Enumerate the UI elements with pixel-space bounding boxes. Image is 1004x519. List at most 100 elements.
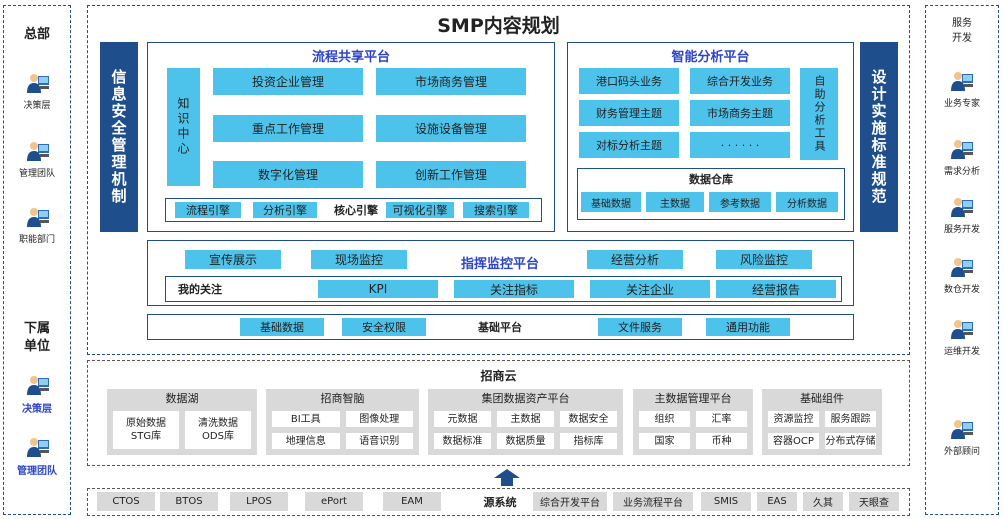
cloud-component-button[interactable]: 组织: [639, 411, 690, 427]
monitor-function-button[interactable]: 现场监控: [311, 250, 407, 269]
cloud-component-button[interactable]: 分布式存储: [825, 433, 876, 449]
cloud-component-button[interactable]: 资源监控: [768, 411, 819, 427]
cloud-component-button[interactable]: 数据标准: [434, 433, 491, 449]
cloud-component-button[interactable]: 语音识别: [345, 433, 413, 449]
process-module-button[interactable]: 市场商务管理: [376, 68, 526, 95]
cloud-title: 招商云: [480, 368, 517, 383]
focus-item-button[interactable]: 关注指标: [454, 280, 574, 298]
right-person-label: 服务开发: [943, 225, 980, 235]
cloud-component-button[interactable]: 指标库: [560, 433, 617, 449]
process-module-button[interactable]: 重点工作管理: [213, 115, 363, 142]
hq-person-label: 职能部门: [18, 235, 55, 245]
analysis-topic-button[interactable]: · · · · · ·: [690, 132, 790, 158]
process-module-button[interactable]: 创新工作管理: [376, 161, 526, 188]
right-person-label: 外部顾问: [943, 447, 980, 457]
source-system-button[interactable]: LPOS: [230, 492, 288, 511]
cloud-component-button[interactable]: 元数据: [434, 411, 491, 427]
monitor-platform: [147, 240, 854, 306]
knowledge-center[interactable]: 知识中心: [167, 68, 200, 186]
monitor-function-button[interactable]: 宣传展示: [185, 250, 281, 269]
engine-button[interactable]: 搜索引擎: [463, 202, 529, 218]
base-service-button[interactable]: 文件服务: [598, 318, 682, 336]
base-service-button[interactable]: 通用功能: [706, 318, 790, 336]
cloud-component-button[interactable]: 清洗数据 ODS库: [185, 411, 251, 449]
source-system-button[interactable]: 综合开发平台: [533, 492, 607, 511]
cloud-component-button[interactable]: 图像处理: [345, 411, 413, 427]
engine-button[interactable]: 流程引擎: [175, 202, 241, 218]
source-system-button[interactable]: 久其: [803, 492, 843, 511]
analysis-topic-button[interactable]: 市场商务主题: [690, 100, 790, 126]
standards-bar: 设计实施标准规范: [860, 42, 898, 232]
cloud-component-button[interactable]: 容器OCP: [768, 433, 819, 449]
cloud-group-title: 招商智脑: [320, 392, 365, 405]
person-icon: [26, 72, 50, 94]
sub-person-label: 决策层: [22, 404, 52, 415]
right-person-label: 运维开发: [943, 347, 980, 357]
analysis-topic-button[interactable]: 港口码头业务: [579, 68, 679, 94]
monitor-function-button[interactable]: 经营分析: [587, 250, 683, 269]
cloud-component-button[interactable]: 数据质量: [497, 433, 554, 449]
source-system-button[interactable]: 天眼查: [849, 492, 899, 511]
source-system-button[interactable]: CTOS: [97, 492, 155, 511]
source-system-button[interactable]: ePort: [305, 492, 363, 511]
right-person-label: 数仓开发: [943, 285, 980, 295]
cloud-group-title: 基础组件: [800, 392, 844, 405]
cloud-component-button[interactable]: 原始数据 STG库: [113, 411, 179, 449]
cloud-group-title: 数据湖: [165, 392, 199, 405]
page-title: SMP内容规划: [437, 14, 560, 37]
person-icon: [950, 318, 974, 340]
cloud-component-button[interactable]: 主数据: [497, 411, 554, 427]
source-system-button[interactable]: EAM: [383, 492, 441, 511]
data-warehouse: [577, 168, 845, 220]
person-icon: [950, 70, 974, 92]
process-module-button[interactable]: 投资企业管理: [213, 68, 363, 95]
monitor-function-button[interactable]: 风险监控: [716, 250, 812, 269]
process-platform-title: 流程共享平台: [311, 49, 390, 65]
source-system-button[interactable]: BTOS: [160, 492, 218, 511]
cloud-component-button[interactable]: BI工具: [272, 411, 340, 427]
person-icon: [950, 256, 974, 278]
my-focus-bar: [165, 276, 842, 302]
source-frame: [87, 488, 910, 516]
cloud-component-button[interactable]: 汇率: [696, 411, 747, 427]
cloud-component-button[interactable]: 数据安全: [560, 411, 617, 427]
process-module-button[interactable]: 设施设备管理: [376, 115, 526, 142]
cloud-component-button[interactable]: 服务跟踪: [825, 411, 876, 427]
warehouse-item-button[interactable]: 参考数据: [709, 192, 771, 212]
focus-item-button[interactable]: 经营报告: [716, 280, 836, 298]
source-system-button[interactable]: EAS: [757, 492, 797, 511]
warehouse-item-button[interactable]: 基础数据: [581, 192, 641, 212]
cloud-component-button[interactable]: 地理信息: [272, 433, 340, 449]
warehouse-item-button[interactable]: 主数据: [646, 192, 704, 212]
process-module-button[interactable]: 数字化管理: [213, 161, 363, 188]
cloud-component-button[interactable]: 国家: [639, 433, 690, 449]
base-platform-title: 基础平台: [478, 321, 522, 334]
base-service-button[interactable]: 安全权限: [342, 318, 426, 336]
self-service-analysis-tool[interactable]: 自助分析工具: [800, 68, 838, 160]
monitor-platform-title: 指挥监控平台: [460, 256, 539, 272]
hq-person-label: 管理团队: [18, 169, 55, 179]
cloud-frame: [87, 360, 910, 466]
person-icon: [950, 418, 974, 440]
person-icon: [26, 206, 50, 228]
core-engine-label: 核心引擎: [334, 204, 378, 217]
source-system-button[interactable]: SMIS: [701, 492, 751, 511]
hq-title: 总部: [23, 26, 50, 42]
analysis-topic-button[interactable]: 对标分析主题: [579, 132, 679, 158]
warehouse-item-button[interactable]: 分析数据: [776, 192, 838, 212]
my-focus-label: 我的关注: [178, 283, 222, 296]
analysis-topic-button[interactable]: 财务管理主题: [579, 100, 679, 126]
data-warehouse-title: 数据仓库: [689, 173, 733, 186]
cloud-component-button[interactable]: 币种: [696, 433, 747, 449]
focus-item-button[interactable]: 关注企业: [590, 280, 710, 298]
focus-item-button[interactable]: KPI: [318, 280, 438, 298]
security-mechanism-bar: 信息安全管理机制: [100, 42, 138, 232]
engine-button[interactable]: 可视化引擎: [386, 202, 454, 218]
person-icon: [26, 374, 50, 396]
engine-button[interactable]: 分析引擎: [253, 202, 317, 218]
up-arrow-icon: [492, 467, 522, 487]
person-icon: [26, 436, 50, 458]
base-service-button[interactable]: 基础数据: [240, 318, 324, 336]
analysis-topic-button[interactable]: 综合开发业务: [690, 68, 790, 94]
source-system-button[interactable]: 业务流程平台: [613, 492, 693, 511]
